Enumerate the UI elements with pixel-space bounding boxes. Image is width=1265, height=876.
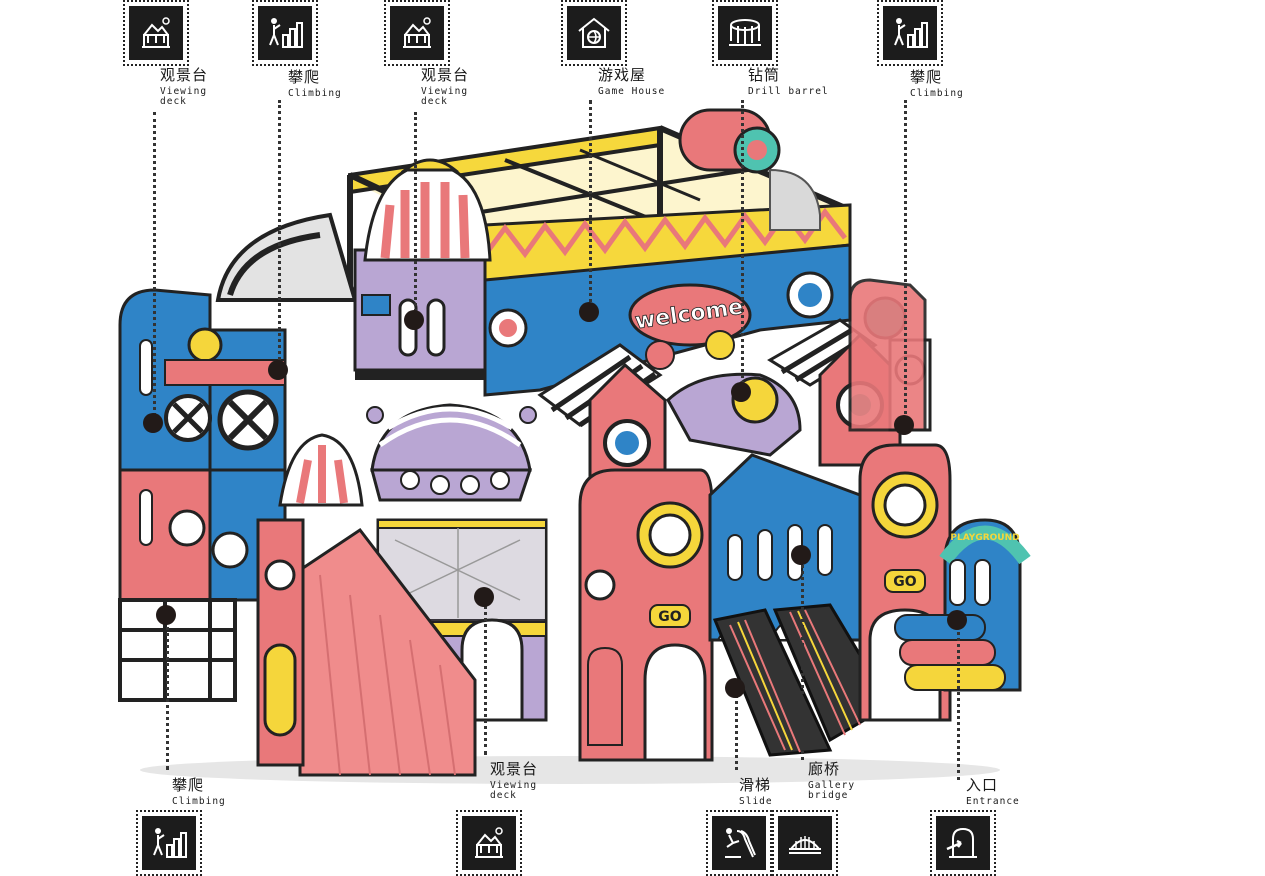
callout-dot-climbing-2 — [894, 415, 914, 435]
leader-line-climbing-1 — [278, 100, 281, 365]
callout-dot-viewing-deck-2 — [404, 310, 424, 330]
viewing-deck-icon — [142, 17, 170, 48]
label-entrance: 入口 Entrance — [966, 776, 1020, 807]
drill-barrel-icon-box — [712, 0, 778, 66]
callout-dot-drill-barrel — [731, 382, 751, 402]
label-game-house: 游戏屋 Game House — [598, 66, 666, 97]
leader-line-climbing-3 — [166, 620, 169, 770]
pink-small-dome — [278, 433, 364, 507]
label-slide: 滑梯 Slide — [739, 776, 773, 807]
callout-dot-viewing-deck-3 — [474, 587, 494, 607]
label-viewing-deck-1: 观景台 Viewing deck — [160, 66, 209, 107]
go-sign-left: GO — [658, 609, 681, 625]
callout-dot-entrance — [947, 610, 967, 630]
leader-line-drill-barrel — [741, 100, 744, 390]
slide-icon-box — [706, 810, 772, 876]
entrance-structure: PLAYGROUND — [894, 518, 1031, 692]
playground-sign: PLAYGROUND — [950, 533, 1019, 543]
viewing-deck-icon-box-3 — [456, 810, 522, 876]
slide-icon — [725, 828, 756, 858]
pink-house-left — [588, 362, 667, 497]
callout-dot-viewing-deck-1 — [143, 413, 163, 433]
drill-barrel-icon — [729, 19, 761, 46]
callout-dot-game-house — [579, 302, 599, 322]
callout-dot-slide — [725, 678, 745, 698]
callout-dot-climbing-1 — [268, 360, 288, 380]
game-house-icon — [578, 17, 610, 48]
gallery-bridge-icon-box — [772, 810, 838, 876]
climbing-icon-box-3 — [136, 810, 202, 876]
leader-line-viewing-deck-3 — [484, 605, 487, 755]
viewing-deck-icon — [475, 827, 503, 858]
climbing-icon-box-2 — [877, 0, 943, 66]
right-back-tower — [678, 108, 821, 231]
climbing-icon — [269, 18, 303, 48]
label-drill-barrel: 钻筒 Drill barrel — [748, 66, 829, 97]
welcome-sign: welcome — [628, 283, 752, 370]
tube-slide-left — [215, 212, 358, 302]
go-sign-right: GO — [893, 574, 916, 590]
leader-line-entrance — [957, 625, 960, 780]
leader-line-gallery-bridge — [801, 560, 804, 760]
callout-dot-climbing-3 — [156, 605, 176, 625]
callout-dot-gallery-bridge — [791, 545, 811, 565]
leader-line-slide — [735, 695, 738, 770]
leader-line-viewing-deck-2 — [414, 112, 417, 317]
game-house-icon-box — [561, 0, 627, 66]
entrance-icon — [946, 827, 977, 858]
striped-dome-tower — [353, 158, 492, 380]
label-climbing-1: 攀爬 Climbing — [288, 68, 342, 99]
label-climbing-2: 攀爬 Climbing — [910, 68, 964, 99]
front-left-arch: GO — [578, 468, 714, 762]
label-viewing-deck-3: 观景台 Viewing deck — [490, 760, 539, 801]
viewing-deck-icon-box-1 — [123, 0, 189, 66]
climbing-icon-box-1 — [252, 0, 318, 66]
gallery-bridge-icon — [789, 836, 821, 854]
leader-line-climbing-2 — [904, 100, 907, 420]
leader-line-game-house — [589, 100, 592, 310]
entrance-icon-box — [930, 810, 996, 876]
viewing-deck-icon — [403, 17, 431, 48]
mushroom-dome — [366, 403, 537, 502]
label-viewing-deck-2: 观景台 Viewing deck — [421, 66, 470, 107]
leader-line-viewing-deck-1 — [153, 112, 156, 422]
label-gallery-bridge: 廊桥 Gallery bridge — [808, 760, 856, 801]
climbing-icon — [153, 828, 187, 858]
climbing-icon — [894, 18, 928, 48]
pink-ramp — [256, 518, 477, 777]
label-climbing-3: 攀爬 Climbing — [172, 776, 226, 807]
right-pink-tower — [848, 278, 927, 432]
viewing-deck-icon-box-2 — [384, 0, 450, 66]
